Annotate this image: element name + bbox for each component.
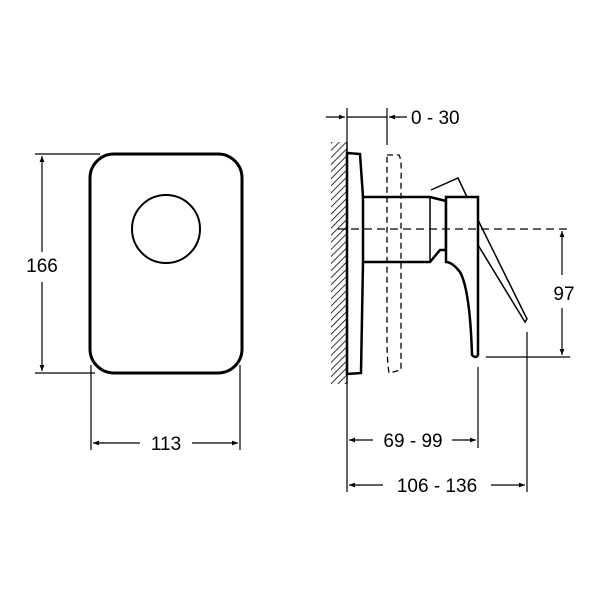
side-view: 0 - 30 97 69 - 99 106 - 136 — [326, 108, 575, 497]
extension-lines — [346, 332, 528, 492]
handle-circle — [131, 194, 201, 264]
wall-offset-dimension — [326, 108, 407, 145]
height-dimension — [35, 153, 100, 374]
wall-offset-label: 0 - 30 — [411, 108, 460, 129]
handle — [444, 195, 480, 359]
cover-plate — [88, 152, 244, 375]
lever-height-label: 97 — [553, 284, 574, 305]
wall-hatch — [331, 142, 347, 384]
total-depth-label: 106 - 136 — [397, 476, 477, 497]
wall-plate — [345, 151, 365, 376]
width-dimension — [90, 365, 241, 450]
lever — [477, 219, 528, 324]
front-view: 166 113 — [26, 152, 244, 455]
dashed-plate-position — [386, 154, 402, 374]
height-label: 166 — [26, 256, 58, 277]
body-depth-label: 69 - 99 — [383, 431, 442, 452]
lever-height-dimension — [486, 231, 570, 358]
width-label: 113 — [151, 434, 181, 455]
handle-cap — [430, 177, 468, 198]
